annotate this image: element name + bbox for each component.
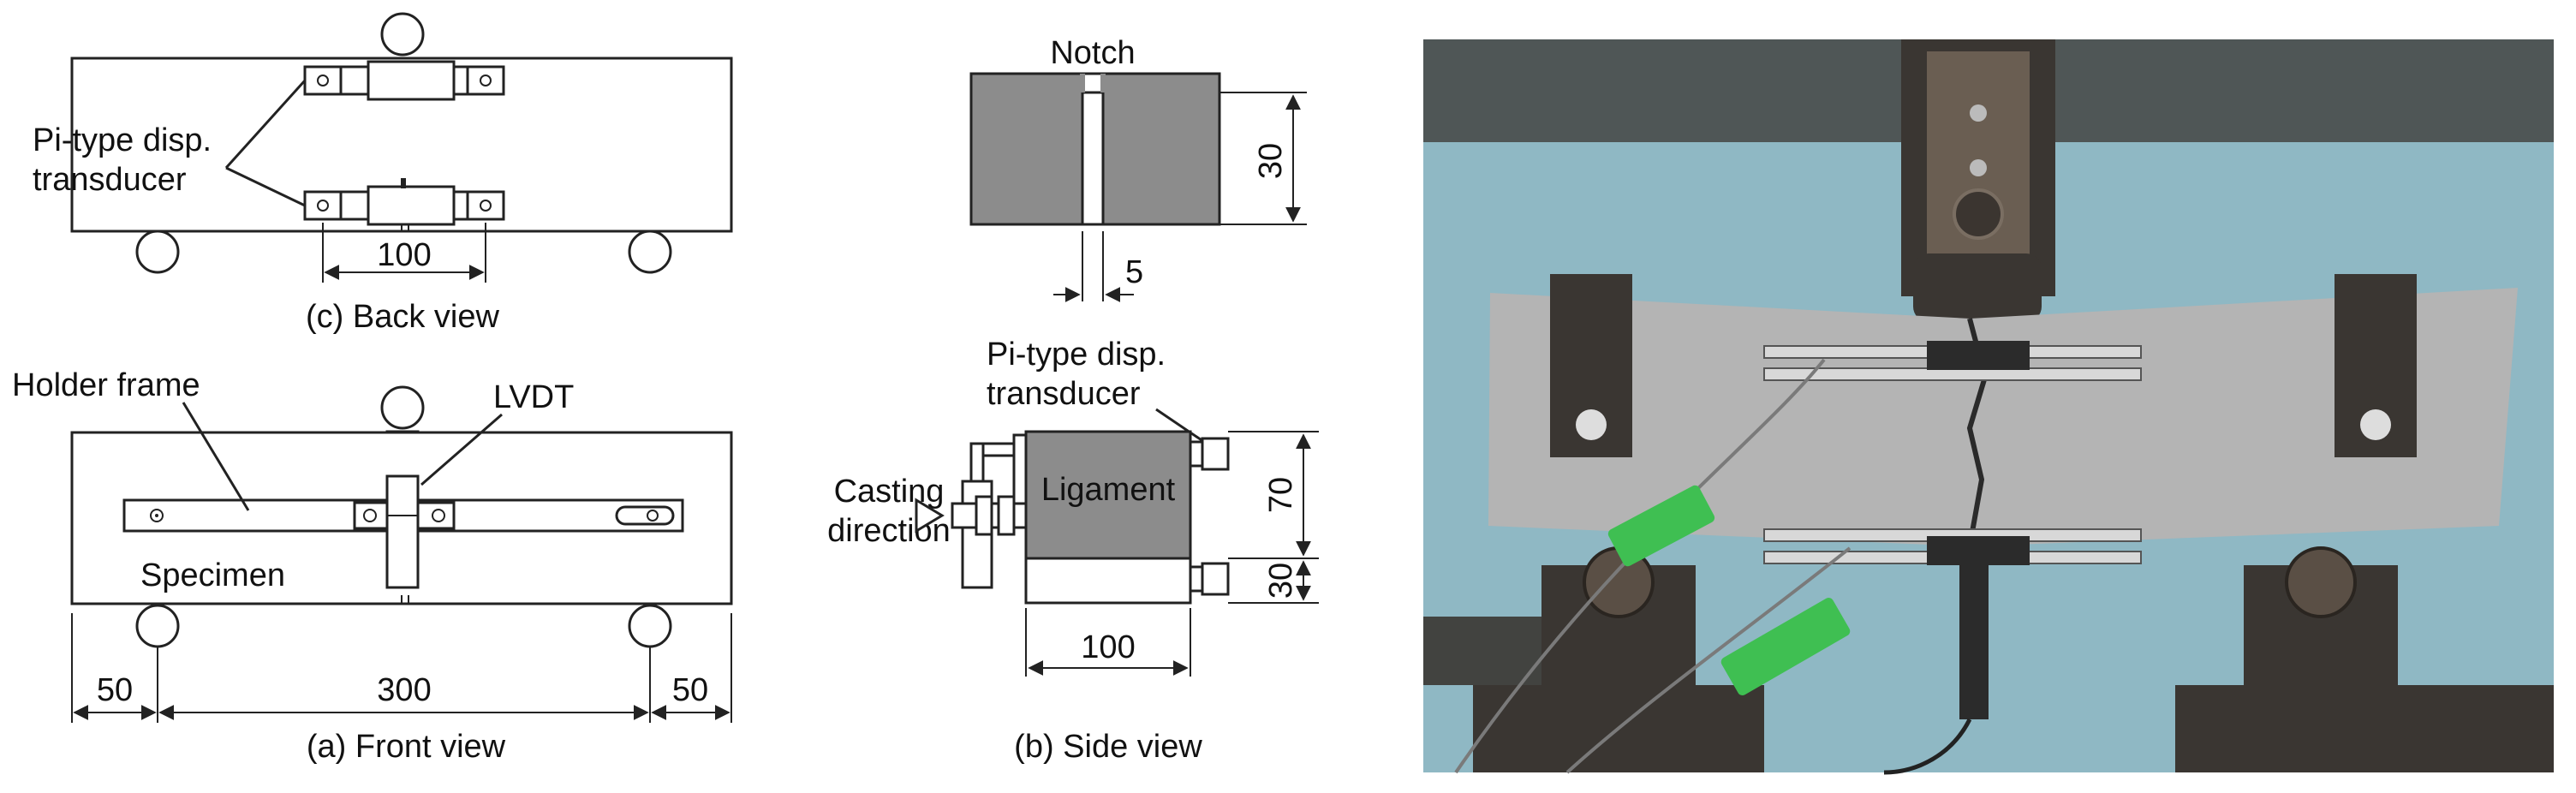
back-view-caption: (c) Back view [306,299,499,335]
photo-specimen [1488,288,2518,546]
notch-title: Notch [1050,35,1135,71]
back-view-drawing: Pi-type disp. transducer 100 (c) Back vi… [33,12,733,335]
back-load-roller [380,12,425,57]
front-dim-left: 50 [97,672,133,708]
back-support-roller-right [628,230,672,274]
front-view-caption: (a) Front view [307,729,506,765]
front-dim-right: 50 [672,672,708,708]
side-transducer-label-2: transducer [987,376,1141,412]
front-dim-span: 300 [377,672,431,708]
lvdt-body [385,474,420,589]
front-support-roller-right [628,604,672,648]
back-transducer-lower [303,178,505,226]
photo-lvdt [1959,565,1989,719]
lvdt-label: LVDT [493,379,574,415]
specimen-label: Specimen [140,557,285,593]
side-view-drawing: Pi-type disp. transducer Ligament Castin… [827,337,1319,765]
photo-tape-upper [1607,485,1715,567]
photo-tape-lower [1720,598,1851,695]
back-leader-lower [225,166,306,207]
notch-detail-drawing: Notch 30 5 [969,35,1307,302]
casting-label-1: Casting [834,474,945,510]
test-photograph [1423,39,2554,775]
front-load-roller [380,385,425,430]
back-transducer-upper [303,60,505,101]
holder-frame-label: Holder frame [12,367,200,403]
side-view-caption: (b) Side view [1014,729,1202,765]
side-transducer-lower [1201,562,1230,596]
back-dim-gauge: 100 [377,237,431,273]
side-dim-ligament: 70 [1263,477,1299,513]
back-transducer-label-1: Pi-type disp. [33,122,212,158]
side-transducer-label-1: Pi-type disp. [987,337,1166,373]
side-dim-notch: 30 [1263,563,1299,599]
side-dim-width: 100 [1081,629,1135,665]
casting-direction-arrow [915,498,945,534]
back-transducer-label-2: transducer [33,162,187,198]
back-leader-upper [224,79,307,170]
front-view-drawing: Holder frame LVDT Specimen 50 300 50 (a)… [12,367,733,765]
front-support-roller-left [135,604,180,648]
ligament-label: Ligament [1041,472,1176,508]
back-support-roller-left [135,230,180,274]
side-transducer-upper [1201,437,1230,471]
notch-dim-width: 5 [1125,254,1143,290]
notch-dim-depth: 30 [1253,143,1289,179]
